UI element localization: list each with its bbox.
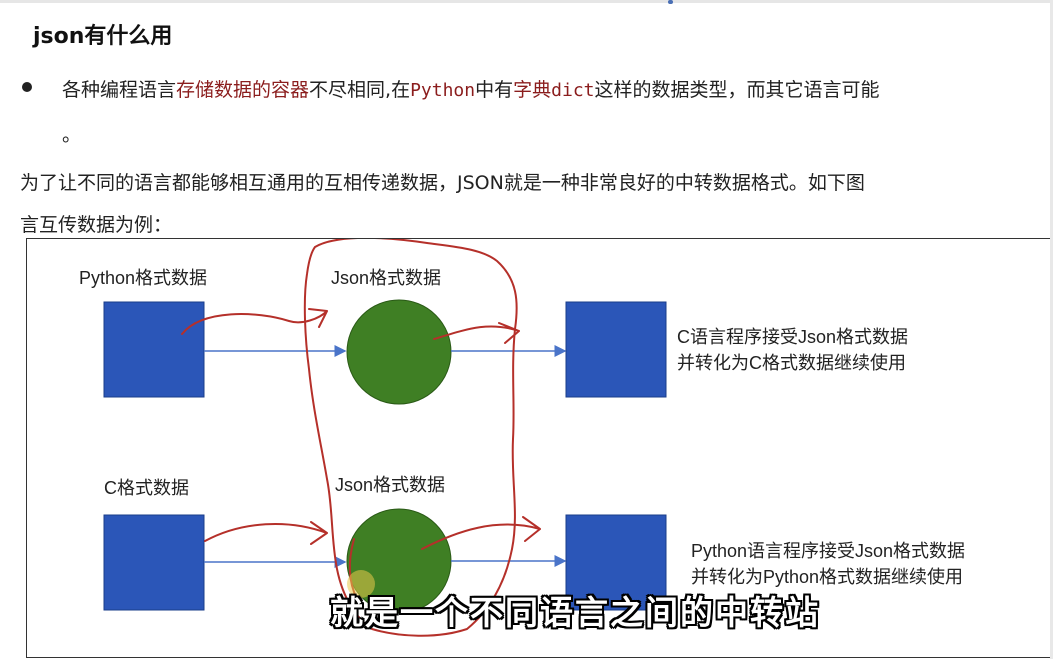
bullet-text-mid1: 不尽相同,在: [309, 79, 411, 101]
page-title: json有什么用: [33, 24, 173, 49]
bullet-text: 各种编程语言存储数据的容器不尽相同,在Python中有字典dict这样的数据类型…: [62, 75, 880, 102]
highlight-python: Python: [410, 80, 476, 101]
row2-python-box: [565, 514, 667, 611]
row1-middle-label: Json格式数据: [331, 268, 441, 288]
row2-target-text-2: 并转化为Python格式数据继续使用: [691, 567, 963, 587]
video-subtitle: 就是一个不同语言之间的中转站: [330, 593, 820, 632]
row2-c-box: [103, 514, 205, 611]
row1-target-text-1: C语言程序接受Json格式数据: [677, 327, 908, 347]
row1-c-box: [565, 301, 667, 398]
bullet-text-mid2: 中有: [475, 79, 514, 101]
paragraph-line-2: 言互传数据为例：: [20, 214, 173, 236]
bullet-text-prefix: 各种编程语言: [62, 79, 177, 101]
row2-source-label: C格式数据: [104, 478, 189, 498]
row1-source-label: Python格式数据: [79, 268, 207, 288]
highlight-dictionary: 字典: [513, 79, 552, 101]
highlight-storage-container: 存储数据的容器: [176, 79, 310, 101]
top-border: [0, 0, 1053, 3]
row1-hand-arrow-1: [181, 308, 328, 335]
paragraph-line-1: 为了让不同的语言都能够相互通用的互相传递数据，JSON就是一种非常良好的中转数据…: [20, 172, 865, 194]
scrollbar[interactable]: [1050, 0, 1053, 659]
row1-python-box: [103, 301, 205, 398]
row2-middle-label: Json格式数据: [335, 475, 445, 495]
row1-hand-arrow-2: [433, 322, 520, 344]
row1-json-circle: [346, 299, 452, 405]
row2-hand-arrow-2: [421, 516, 541, 550]
cursor-highlight: [347, 570, 375, 598]
bullet-text-continuation: 。: [62, 124, 82, 146]
row2-target-text-1: Python语言程序接受Json格式数据: [691, 541, 965, 561]
highlight-dict: dict: [551, 80, 595, 101]
annotation-circle: [303, 236, 518, 637]
bullet-text-suffix: 这样的数据类型，而其它语言可能: [594, 79, 880, 101]
diagram-canvas: Python格式数据 Json格式数据 C语言程序接受Json格式数据 并转化为…: [79, 236, 965, 637]
data-exchange-diagram: Python格式数据 Json格式数据 C语言程序接受Json格式数据 并转化为…: [26, 236, 1053, 658]
row2-hand-arrow-1: [204, 521, 328, 545]
top-marker: [668, 0, 673, 4]
bullet-dot: [22, 82, 32, 92]
row1-target-text-2: 并转化为C格式数据继续使用: [677, 353, 906, 373]
